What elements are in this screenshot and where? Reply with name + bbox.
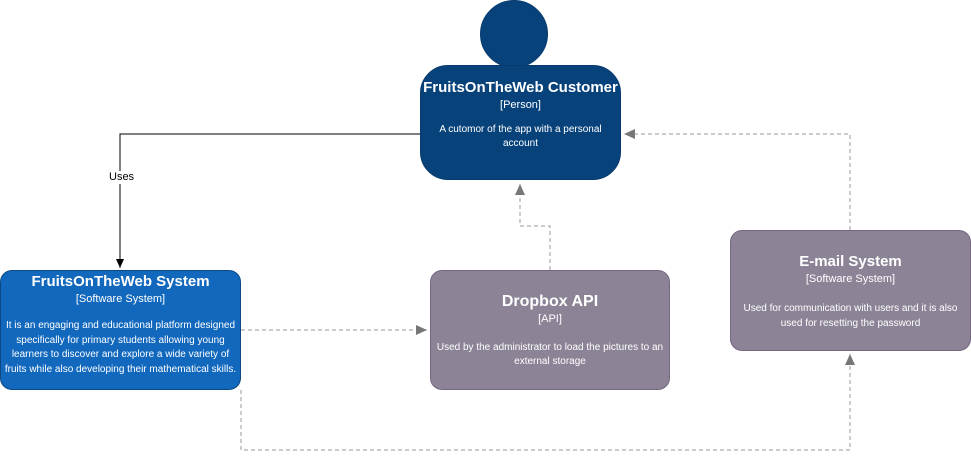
software-system-type: [Software System] xyxy=(75,293,166,305)
software-system-node[interactable]: FruitsOnTheWeb System [Software System] … xyxy=(0,270,241,390)
person-head-shape xyxy=(480,0,548,68)
email-system-node[interactable]: E-mail System [Software System] Used for… xyxy=(730,230,971,351)
email-to-person-connector xyxy=(624,129,851,230)
person-node[interactable]: FruitsOnTheWeb Customer [Person] A cutom… xyxy=(420,65,621,180)
uses-connector xyxy=(116,133,420,268)
dropbox-api-type: [API] xyxy=(538,313,562,325)
person-title: FruitsOnTheWeb Customer xyxy=(423,79,618,96)
software-system-title: FruitsOnTheWeb System xyxy=(31,273,210,290)
person-type: [Person] xyxy=(500,99,541,111)
person-description: A cutomor of the app with a personal acc… xyxy=(439,124,602,149)
system-to-email-connector xyxy=(240,354,855,451)
dropbox-api-description: Used by the administrator to load the pi… xyxy=(436,342,664,367)
uses-relationship-label: Uses xyxy=(108,171,136,184)
dropbox-api-title: Dropbox API xyxy=(501,293,599,310)
dropbox-api-node[interactable]: Dropbox API [API] Used by the administra… xyxy=(430,270,670,390)
software-system-description: It is an engaging and educational platfo… xyxy=(4,320,237,375)
dropbox-to-person-connector xyxy=(515,184,551,270)
email-system-type: [Software System] xyxy=(805,273,896,285)
email-system-description: Used for communication with users and it… xyxy=(743,303,958,329)
email-system-title: E-mail System xyxy=(799,253,902,270)
